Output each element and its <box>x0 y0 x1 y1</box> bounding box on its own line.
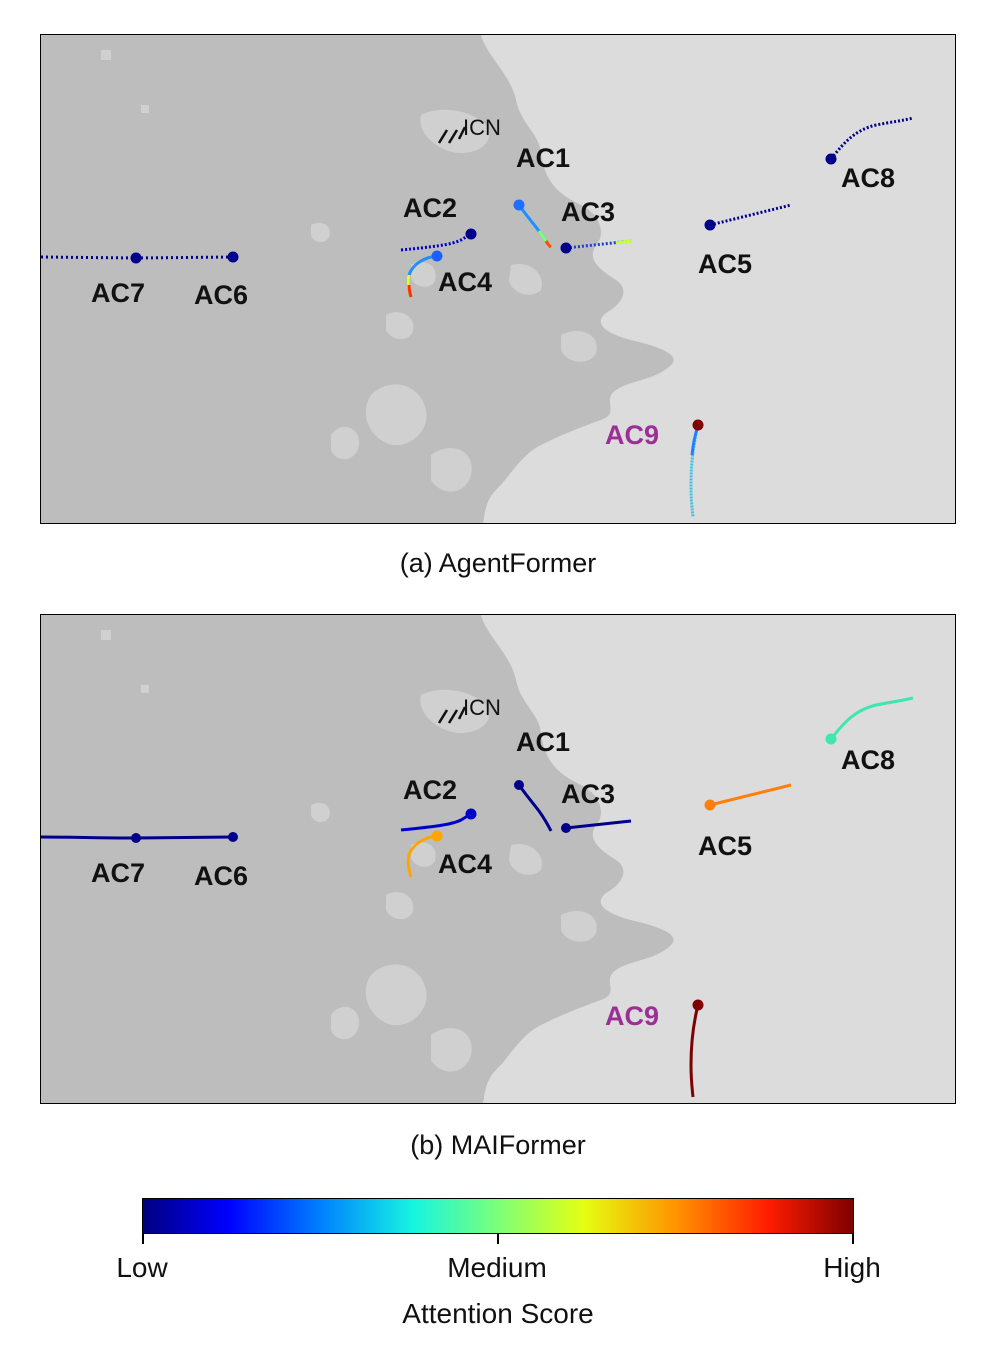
colorbar-label-low: Low <box>116 1252 168 1283</box>
ac3-position-marker <box>560 242 572 254</box>
panel-maiformer: ICN AC1 AC2 AC3 AC4 AC5 AC6 AC7 AC8 AC9 <box>40 614 956 1104</box>
trajectory-ac3 <box>565 819 632 830</box>
ac3-position-marker <box>561 823 571 833</box>
trajectory-ac5 <box>709 203 792 227</box>
ac9-label: AC9 <box>605 1001 660 1031</box>
caption-agentformer: (a) AgentFormer <box>399 548 597 578</box>
ac8-position-marker <box>825 733 837 745</box>
ac2-position-marker <box>465 228 477 240</box>
airport-label: ICN <box>463 115 501 140</box>
ac3-label: AC3 <box>561 779 616 809</box>
airport-label: ICN <box>463 695 501 720</box>
ac1-label: AC1 <box>516 727 571 757</box>
ac6-label: AC6 <box>194 280 249 310</box>
caption-maiformer: (b) MAIFormer <box>410 1130 586 1160</box>
trajectory-ac8 <box>829 116 914 160</box>
ac8-label: AC8 <box>841 745 896 775</box>
ac5-label: AC5 <box>698 249 753 279</box>
trajectory-ac5 <box>709 783 792 807</box>
runway-icon <box>437 126 467 144</box>
trajectory-ac9 <box>689 1004 700 1098</box>
ac9-label: AC9 <box>605 420 660 450</box>
ac1-label: AC1 <box>516 143 571 173</box>
colorbar-tick-low <box>142 1234 144 1244</box>
ac4-label: AC4 <box>438 849 493 879</box>
ac5-position-marker <box>704 799 716 811</box>
ac3-label: AC3 <box>561 197 616 227</box>
attention-colorbar <box>142 1198 854 1234</box>
ac7-label: AC7 <box>91 278 146 308</box>
runway-icon <box>437 706 467 724</box>
ac8-label: AC8 <box>841 163 896 193</box>
ac8-position-marker <box>825 153 837 165</box>
colorbar-tick-high <box>852 1234 854 1244</box>
ac5-label: AC5 <box>698 831 753 861</box>
ac1-position-marker <box>514 780 524 790</box>
ac2-position-marker <box>465 808 477 820</box>
colorbar-label-medium: Medium <box>447 1252 547 1283</box>
ac6-position-marker <box>228 832 238 842</box>
ac7-position-marker <box>130 252 142 264</box>
colorbar-label-high: High <box>823 1252 881 1283</box>
ac9-position-marker <box>692 999 704 1011</box>
trajectory-ac4 <box>406 834 438 878</box>
ac5-position-marker <box>704 219 716 231</box>
trajectory-ac1 <box>517 784 553 832</box>
trajectory-ac3 <box>565 239 632 250</box>
ac7-label: AC7 <box>91 858 146 888</box>
ac2-label: AC2 <box>403 193 458 223</box>
ac4-position-marker <box>431 830 443 842</box>
ac9-position-marker <box>692 419 704 431</box>
ac4-label: AC4 <box>438 267 493 297</box>
trajectory-ac8 <box>829 696 914 740</box>
ac4-position-marker <box>431 250 443 262</box>
map-a <box>41 35 914 523</box>
trajectory-ac7-ac6 <box>41 255 234 260</box>
map-b <box>41 615 914 1103</box>
ac1-position-marker <box>513 199 525 211</box>
panel-agentformer: ICN AC1 AC2 AC3 AC4 AC5 AC6 AC7 AC8 AC9 <box>40 34 956 524</box>
ac6-label: AC6 <box>194 861 249 891</box>
ac2-label: AC2 <box>403 775 458 805</box>
colorbar-tick-medium <box>497 1234 499 1244</box>
colorbar-title: Attention Score <box>402 1298 594 1329</box>
trajectory-ac2 <box>400 232 472 252</box>
ac6-position-marker <box>227 251 239 263</box>
ac7-position-marker <box>131 833 141 843</box>
trajectory-ac9 <box>689 424 700 518</box>
